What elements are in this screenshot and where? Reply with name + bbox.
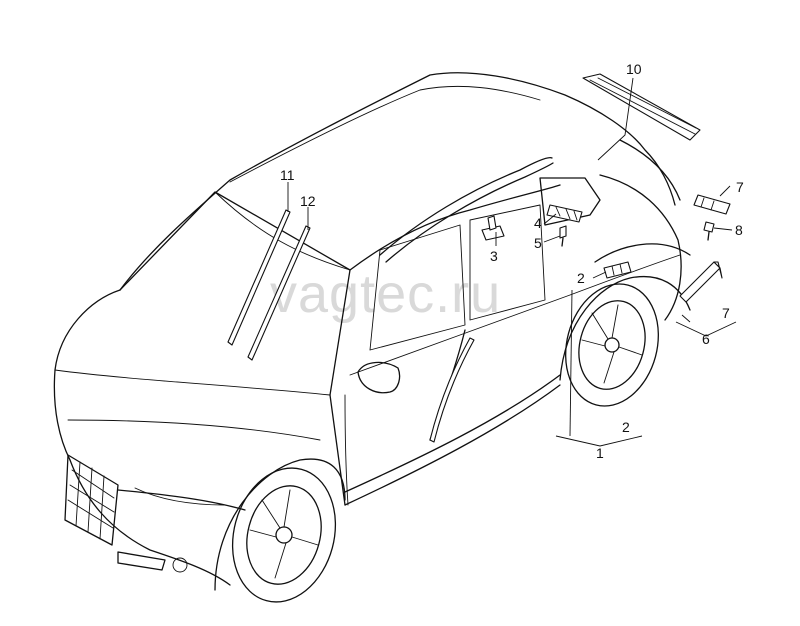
watermark-text: vagtec.ru (270, 264, 501, 324)
part-1-door-strip (429, 337, 475, 443)
callout-12: 12 (300, 193, 316, 209)
part-12-moulding (247, 225, 311, 361)
part-8-rivet (703, 221, 715, 241)
callout-labels: 10 11 12 3 4 5 2 7 8 7 6 2 1 (280, 61, 744, 461)
callout-2-upper: 2 (577, 270, 585, 286)
part-3-clip (481, 215, 505, 241)
callout-11: 11 (280, 167, 295, 183)
part-5-screw (559, 225, 567, 247)
callout-7-lower: 7 (722, 305, 730, 321)
part-10-roof-strip (582, 73, 701, 141)
callout-7-upper: 7 (736, 179, 744, 195)
part-6-arch-trim (679, 261, 723, 303)
part-7-clip (693, 194, 731, 215)
part-11-moulding (227, 209, 291, 346)
callout-10: 10 (626, 61, 642, 77)
callout-5: 5 (534, 235, 542, 251)
callout-8: 8 (735, 222, 743, 238)
leader-lines (287, 77, 737, 447)
callout-1: 1 (596, 445, 604, 461)
callout-2-lower: 2 (622, 419, 630, 435)
part-2-clip (603, 261, 632, 279)
vehicle-outline (53, 72, 691, 603)
callout-6: 6 (702, 331, 710, 347)
callout-4: 4 (534, 215, 542, 231)
callout-3: 3 (490, 248, 498, 264)
part-4-clip (546, 204, 583, 223)
